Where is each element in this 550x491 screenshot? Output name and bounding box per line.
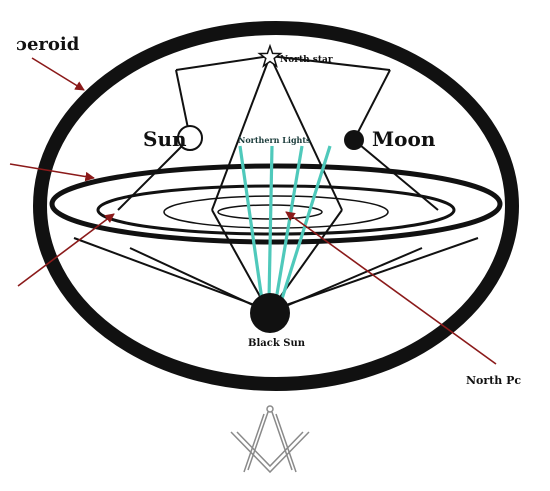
north-pole-label: North Pc xyxy=(466,374,521,387)
disc-rim-arrow xyxy=(9,163,95,182)
moon-icon xyxy=(344,130,364,150)
outer-spheroid-ellipse xyxy=(33,21,519,391)
north-pole-arrow xyxy=(285,211,497,365)
disc-inner-ring xyxy=(96,184,456,236)
sun-label: Sun xyxy=(143,127,187,151)
spheroid-label: ɔeroid xyxy=(16,34,80,55)
flat-disc xyxy=(49,163,503,245)
moon-label: Moon xyxy=(372,127,436,151)
star-lines xyxy=(117,55,439,211)
square-and-compass-icon xyxy=(230,405,310,474)
northern-lights-rays xyxy=(238,145,332,303)
black-sun-icon xyxy=(250,293,290,333)
black-sun-label: Black Sun xyxy=(248,338,306,349)
spheroid-arrow xyxy=(31,57,85,91)
pointer-arrows xyxy=(9,57,497,365)
disc-inner-circle xyxy=(163,195,389,229)
north-star-label: North star xyxy=(280,55,333,65)
disc-outer-rim xyxy=(49,163,503,245)
inner-ring-arrow xyxy=(17,213,115,287)
cone-lines xyxy=(73,209,479,313)
northern-lights-label: Northern Lights xyxy=(238,135,311,145)
star-icon xyxy=(257,43,283,68)
sun-icon xyxy=(177,125,203,151)
